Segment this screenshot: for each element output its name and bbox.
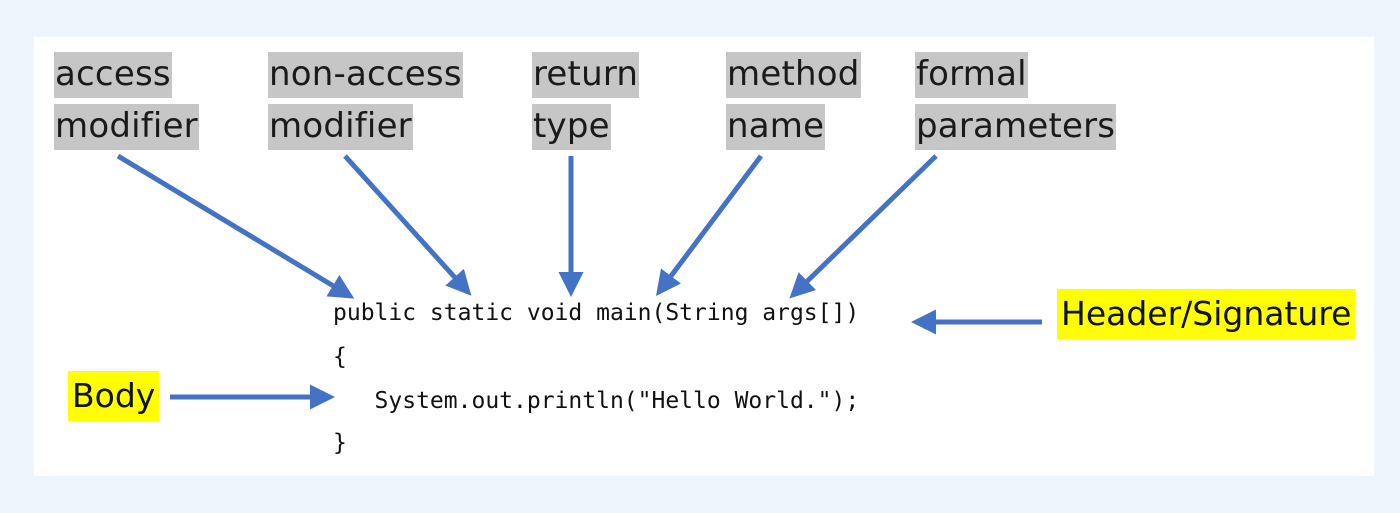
arrow-method-name <box>656 154 763 296</box>
access-modifier-line2: modifier <box>54 104 199 150</box>
header-signature-callout: Header/Signature <box>1057 289 1356 339</box>
non-access-modifier-line2: modifier <box>268 104 413 150</box>
arrow-formal-parameters <box>789 154 938 299</box>
return-type-line2: type <box>532 104 611 150</box>
formal-parameters-line1: formal <box>915 52 1028 98</box>
arrow-non-access-modifier <box>343 154 472 296</box>
non-access-modifier-label: non-access modifier <box>268 48 463 152</box>
arrow-access-modifier <box>116 153 355 299</box>
code-open-brace: { <box>333 344 347 370</box>
code-signature-line: public static void main(String args[]) <box>333 300 860 326</box>
body-callout: Body <box>68 371 160 421</box>
method-name-line1: method <box>726 52 861 98</box>
return-type-label: return type <box>532 48 640 152</box>
code-close-brace: } <box>333 430 347 456</box>
formal-parameters-label: formal parameters <box>915 48 1117 152</box>
method-name-line2: name <box>726 104 826 150</box>
code-body-line: System.out.println("Hello World."); <box>333 388 860 414</box>
return-type-line1: return <box>532 52 640 98</box>
non-access-modifier-line1: non-access <box>268 52 463 98</box>
method-name-label: method name <box>726 48 861 152</box>
diagram-panel <box>34 37 1374 476</box>
access-modifier-label: access modifier <box>54 48 199 152</box>
access-modifier-line1: access <box>54 52 172 98</box>
formal-parameters-line2: parameters <box>915 104 1117 150</box>
